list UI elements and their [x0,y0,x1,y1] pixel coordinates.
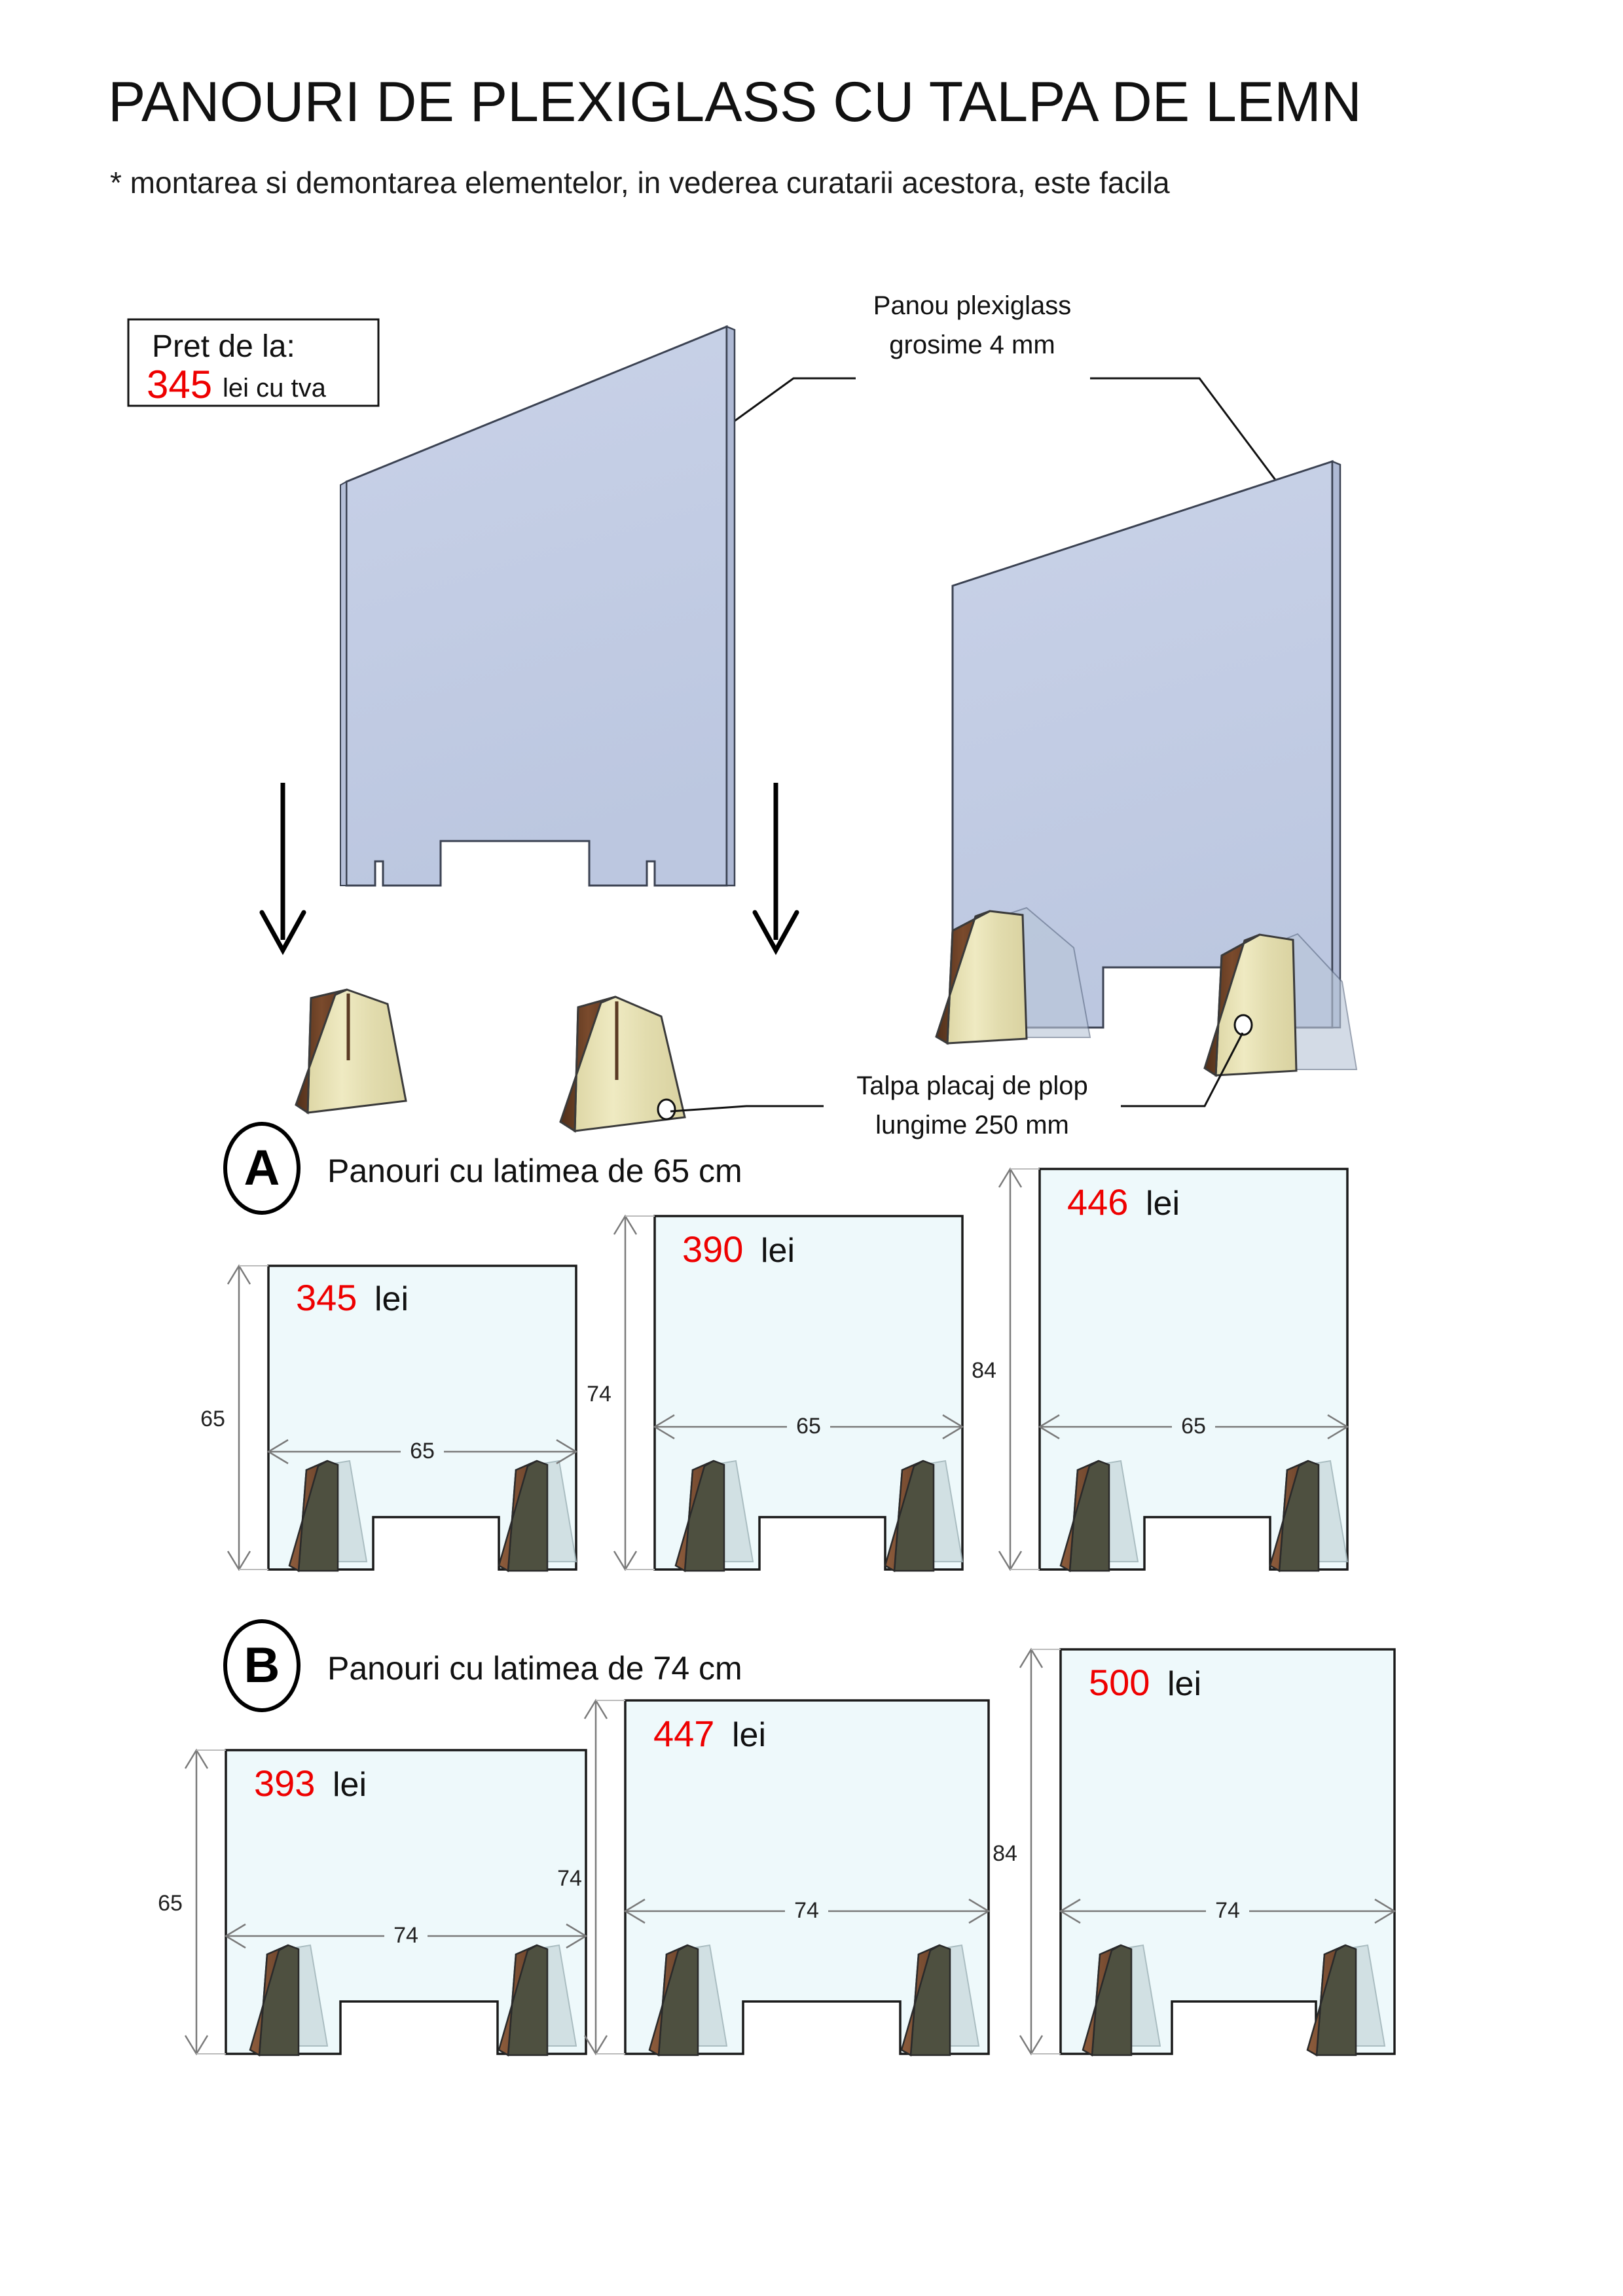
panel-currency-A1: lei [374,1280,409,1318]
dim-height-B1: 65 [158,1748,226,2056]
dim-width-value-B3: 74 [1215,1898,1240,1923]
assembly-arrow-left [259,783,306,956]
panel-foot-A1-left [288,1460,368,1573]
price-box-amount: 345 [147,363,212,406]
hero-plexiglass-panel [345,325,728,887]
dim-height-value-B2: 74 [557,1866,582,1891]
callout-panel: Panou plexiglass grosime 4 mm [653,291,1319,535]
panel-price-B2: 447 [653,1713,714,1754]
panel-price-A2: 390 [682,1229,743,1270]
panel-currency-B2: lei [732,1716,766,1754]
dim-width-value-A3: 65 [1181,1414,1206,1439]
section-header-B: B Panouri cu latimea de 74 cm [223,1619,742,1712]
panel-foot-B1-right [498,1944,577,2057]
panel-card-B3: 500 lei 84 74 [993,1647,1396,2057]
panel-foot-B2-right [900,1944,980,2057]
panel-card-B2: 447 lei 74 74 [557,1698,991,2057]
panel-currency-A3: lei [1146,1185,1180,1223]
dim-width-B2: 74 [623,1897,991,1926]
leader-line-foot-right [1121,1032,1244,1107]
assembled-foot-right [1203,933,1358,1077]
hero-panel-left-edge [340,480,347,886]
dim-height-A2: 74 [587,1214,655,1571]
hero-panel-thickness [725,325,736,887]
section-label-A: Panouri cu latimea de 65 cm [327,1153,742,1189]
leader-line-foot-left [670,1105,824,1113]
assembly-arrow-right [752,783,799,956]
panel-foot-A1-right [498,1460,577,1573]
panel-foot-A2-right [884,1460,964,1573]
panel-foot-A2-left [674,1460,754,1573]
dim-height-value-A1: 65 [200,1407,225,1431]
dim-height-value-B3: 84 [993,1841,1017,1866]
panel-foot-B3-left [1082,1944,1161,2057]
leader-dot-foot-left [657,1098,676,1121]
panel-card-A3: 446 lei 84 65 [972,1167,1349,1573]
wooden-foot-left [295,988,407,1115]
price-box: Pret de la: 345 lei cu tva [127,318,380,407]
dim-width-A3: 65 [1038,1412,1349,1441]
price-box-label: Pret de la: [152,329,295,364]
section-label-B: Panouri cu latimea de 74 cm [327,1650,742,1687]
dim-height-value-B1: 65 [158,1891,183,1916]
callout-foot: Talpa placaj de plop lungime 250 mm [670,1032,1244,1139]
dim-width-B1: 74 [224,1922,588,1950]
price-box-unit: lei cu tva [223,374,327,403]
dim-height-A3: 84 [972,1167,1040,1571]
dim-width-A2: 65 [653,1412,964,1441]
panel-card-A2: 390 lei 74 65 [587,1214,964,1573]
panel-foot-A3-left [1059,1460,1139,1573]
dim-width-B3: 74 [1059,1897,1396,1926]
panel-card-B1: 393 lei 65 74 [158,1748,588,2057]
panel-foot-B3-right [1306,1944,1386,2057]
section-letter-B: B [244,1638,280,1693]
panel-currency-A2: lei [761,1232,795,1270]
panel-foot-B2-left [648,1944,728,2057]
dim-height-value-A3: 84 [972,1358,996,1383]
dim-height-A1: 65 [200,1264,268,1571]
leader-line-panel-right [1090,377,1309,524]
callout-panel-line1: Panou plexiglass [873,291,1071,320]
section-badge-B [223,1619,301,1712]
section-header-A: A Panouri cu latimea de 65 cm [223,1122,742,1215]
panel-currency-B3: lei [1167,1665,1201,1703]
panel-price-A1: 345 [296,1277,357,1318]
panel-price-B3: 500 [1089,1662,1150,1703]
panel-price-B1: 393 [254,1763,315,1804]
panel-foot-A3-right [1269,1460,1349,1573]
assembled-foot-left [935,906,1091,1045]
dim-width-value-B1: 74 [393,1923,418,1948]
hero-assembled-unit [935,459,1358,1077]
section-letter-A: A [244,1140,280,1196]
leader-dot-foot-right [1233,1014,1253,1036]
hero-exploded-assembly [259,325,799,1133]
callout-panel-line2: grosime 4 mm [889,331,1055,359]
callout-foot-line1: Talpa placaj de plop [856,1071,1088,1100]
dim-width-value-B2: 74 [794,1898,819,1923]
wooden-foot-right [559,996,686,1133]
panel-foot-B1-left [249,1944,329,2057]
dim-width-value-A1: 65 [410,1439,435,1463]
page-title: PANOURI DE PLEXIGLASS CU TALPA DE LEMN [108,71,1362,134]
panel-price-A3: 446 [1067,1181,1128,1223]
assembled-panel-thickness [1331,460,1341,1029]
callout-foot-line2: lungime 250 mm [875,1111,1069,1139]
panel-card-A1: 345 lei 65 65 [200,1264,578,1573]
dim-height-B2: 74 [557,1698,625,2056]
dim-width-A1: 65 [266,1437,578,1466]
panel-currency-B1: lei [333,1766,367,1804]
dim-height-B3: 84 [993,1647,1061,2056]
section-badge-A [223,1122,301,1215]
page-subtitle: * montarea si demontarea elementelor, in… [110,166,1170,200]
dim-height-value-A2: 74 [587,1382,611,1407]
dim-width-value-A2: 65 [796,1414,821,1439]
